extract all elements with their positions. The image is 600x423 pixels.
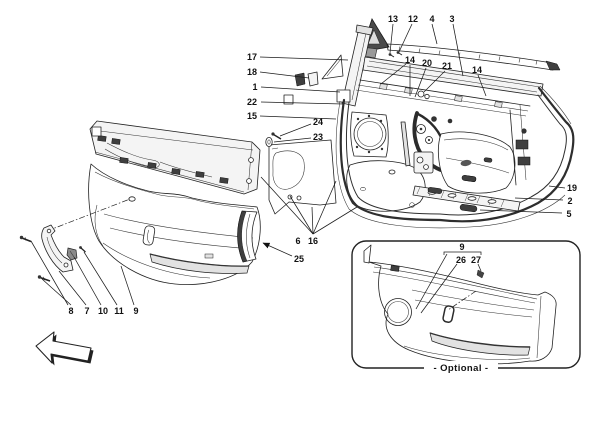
callout-3: 3 xyxy=(449,14,454,24)
door-frame-assembly xyxy=(237,18,575,263)
leader-line-1 xyxy=(260,86,341,93)
callout-8: 8 xyxy=(68,306,73,316)
callout-18: 18 xyxy=(247,67,257,77)
leader-line-3 xyxy=(452,23,464,77)
callout-10: 10 xyxy=(98,306,108,316)
callout-5: 5 xyxy=(566,209,571,219)
a-pillar xyxy=(283,24,374,107)
screw-lower xyxy=(37,275,51,282)
leader-line-16 xyxy=(311,206,314,235)
callout-6: 6 xyxy=(295,236,300,246)
inner-door-skin xyxy=(346,160,426,212)
clip-screw xyxy=(79,246,86,253)
optional-box: - Optional - xyxy=(351,240,581,374)
callout-21: 21 xyxy=(442,61,452,71)
callout-9: 9 xyxy=(459,242,464,252)
leader-line-8 xyxy=(30,240,69,306)
optional-door-handle xyxy=(442,305,455,323)
leader-line-18 xyxy=(259,71,310,79)
leader-line-9 xyxy=(120,265,135,306)
callout-20: 20 xyxy=(422,58,432,68)
callout-14: 14 xyxy=(405,55,415,65)
callout-4: 4 xyxy=(429,14,434,24)
callout-17: 17 xyxy=(247,52,257,62)
grommet xyxy=(265,136,273,147)
inner-speaker-plate xyxy=(350,111,389,158)
leader-line-19 xyxy=(548,185,566,189)
inner-bolster-panel xyxy=(437,131,516,194)
b-pillar-structure xyxy=(509,104,531,186)
callout-bracket-9 xyxy=(443,251,482,255)
corner-wedge-b xyxy=(307,71,319,87)
leader-line-14 xyxy=(477,74,487,97)
leader-line-11 xyxy=(83,251,118,306)
optional-door-panel xyxy=(363,244,557,365)
leader-line-25 xyxy=(262,242,293,257)
callout-26: 26 xyxy=(456,255,466,265)
leader-line-16 xyxy=(312,180,337,235)
leader-line-24 xyxy=(279,123,312,137)
leader-line-10 xyxy=(73,256,102,306)
callout-25: 25 xyxy=(294,254,304,264)
optional-clip xyxy=(476,269,485,279)
callout-19: 19 xyxy=(567,183,577,193)
sill-strip xyxy=(412,175,521,213)
window-frame-rails xyxy=(355,56,544,117)
door-handle-recess xyxy=(142,225,156,246)
corner-wedge-a xyxy=(294,72,306,87)
leader-line-23 xyxy=(273,137,312,143)
callout-16: 16 xyxy=(308,236,318,246)
callout-13: 13 xyxy=(388,14,398,24)
leader-line-7 xyxy=(58,270,87,306)
caption-backing xyxy=(424,361,498,374)
callout-24: 24 xyxy=(313,117,323,127)
leader-line-20 xyxy=(414,67,427,98)
gasket-screw xyxy=(271,132,282,140)
leader-line-27 xyxy=(477,263,482,272)
leader-line-12 xyxy=(398,23,413,53)
leader-line-5 xyxy=(479,209,563,214)
speaker-gasket-panel xyxy=(268,139,337,215)
leader-line-14 xyxy=(380,63,407,85)
callout-2: 2 xyxy=(567,196,572,206)
leader-line-4 xyxy=(431,23,438,45)
callout-11: 11 xyxy=(114,306,124,316)
leader-line-8 xyxy=(41,278,72,306)
callout-12: 12 xyxy=(408,14,418,24)
leader-line-22 xyxy=(260,101,344,105)
door-trim-panel xyxy=(88,163,261,285)
leader-line-26 xyxy=(420,263,458,314)
leader-line-16 xyxy=(260,176,314,235)
callout-9: 9 xyxy=(133,306,138,316)
optional-caption: - Optional - xyxy=(434,363,489,374)
strip-screw-left xyxy=(388,53,395,58)
check-strap-bracket xyxy=(41,224,74,273)
leader-line-2 xyxy=(514,197,564,201)
direction-arrow xyxy=(35,331,94,366)
callout-7: 7 xyxy=(84,306,89,316)
callout-14: 14 xyxy=(472,65,482,75)
leader-line-15 xyxy=(259,115,337,120)
leader-line-16 xyxy=(312,206,358,235)
leader-line-17 xyxy=(259,56,349,61)
window-molding-strip xyxy=(386,43,561,71)
callout-27: 27 xyxy=(471,255,481,265)
callout-23: 23 xyxy=(313,132,323,142)
left-door-trim-assembly xyxy=(19,120,261,285)
callout-1: 1 xyxy=(252,82,257,92)
leader-line-9 xyxy=(415,253,448,310)
retaining-clip xyxy=(66,247,78,261)
leader-line-21 xyxy=(423,70,446,93)
screw-upper xyxy=(19,235,32,243)
leader-line-13 xyxy=(389,23,394,54)
front-lower-trim xyxy=(237,210,258,263)
callout-15: 15 xyxy=(247,111,257,121)
callout-22: 22 xyxy=(247,97,257,107)
alignment-centerline xyxy=(46,198,131,232)
corner-trim-triangle xyxy=(321,54,344,80)
upper-trim-rail xyxy=(89,120,261,195)
leader-line-16 xyxy=(289,195,314,235)
